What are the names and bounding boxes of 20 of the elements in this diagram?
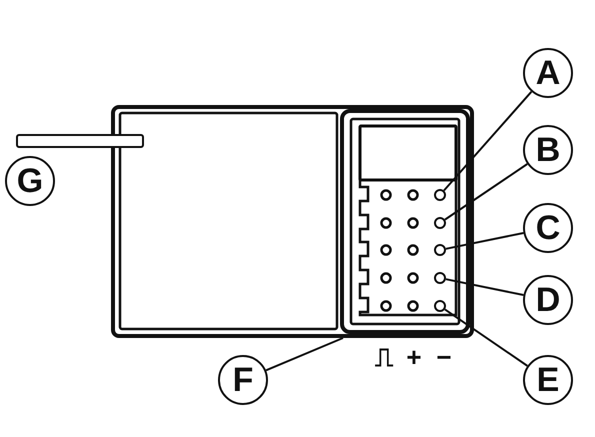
pin-socket: [434, 300, 446, 312]
pin-socket: [434, 217, 446, 229]
leader-line: [266, 337, 344, 372]
pin-label: −: [436, 344, 452, 370]
antenna-wire: [16, 134, 144, 148]
callout-circle: D: [523, 275, 573, 325]
callout-circle: A: [523, 48, 573, 98]
pin-socket: [434, 189, 446, 201]
callout-circle: B: [523, 125, 573, 175]
pin-label: ⎍: [375, 344, 393, 370]
callout-circle: C: [523, 203, 573, 253]
pin-socket: [434, 244, 446, 256]
leader-line: [444, 308, 528, 367]
leader-line: [446, 278, 524, 296]
pin-socket: [434, 272, 446, 284]
callout-circle: F: [218, 355, 268, 405]
pin-label: +: [406, 344, 422, 370]
callout-circle: E: [523, 355, 573, 405]
callout-circle: G: [5, 156, 55, 206]
leader-line: [446, 232, 524, 250]
